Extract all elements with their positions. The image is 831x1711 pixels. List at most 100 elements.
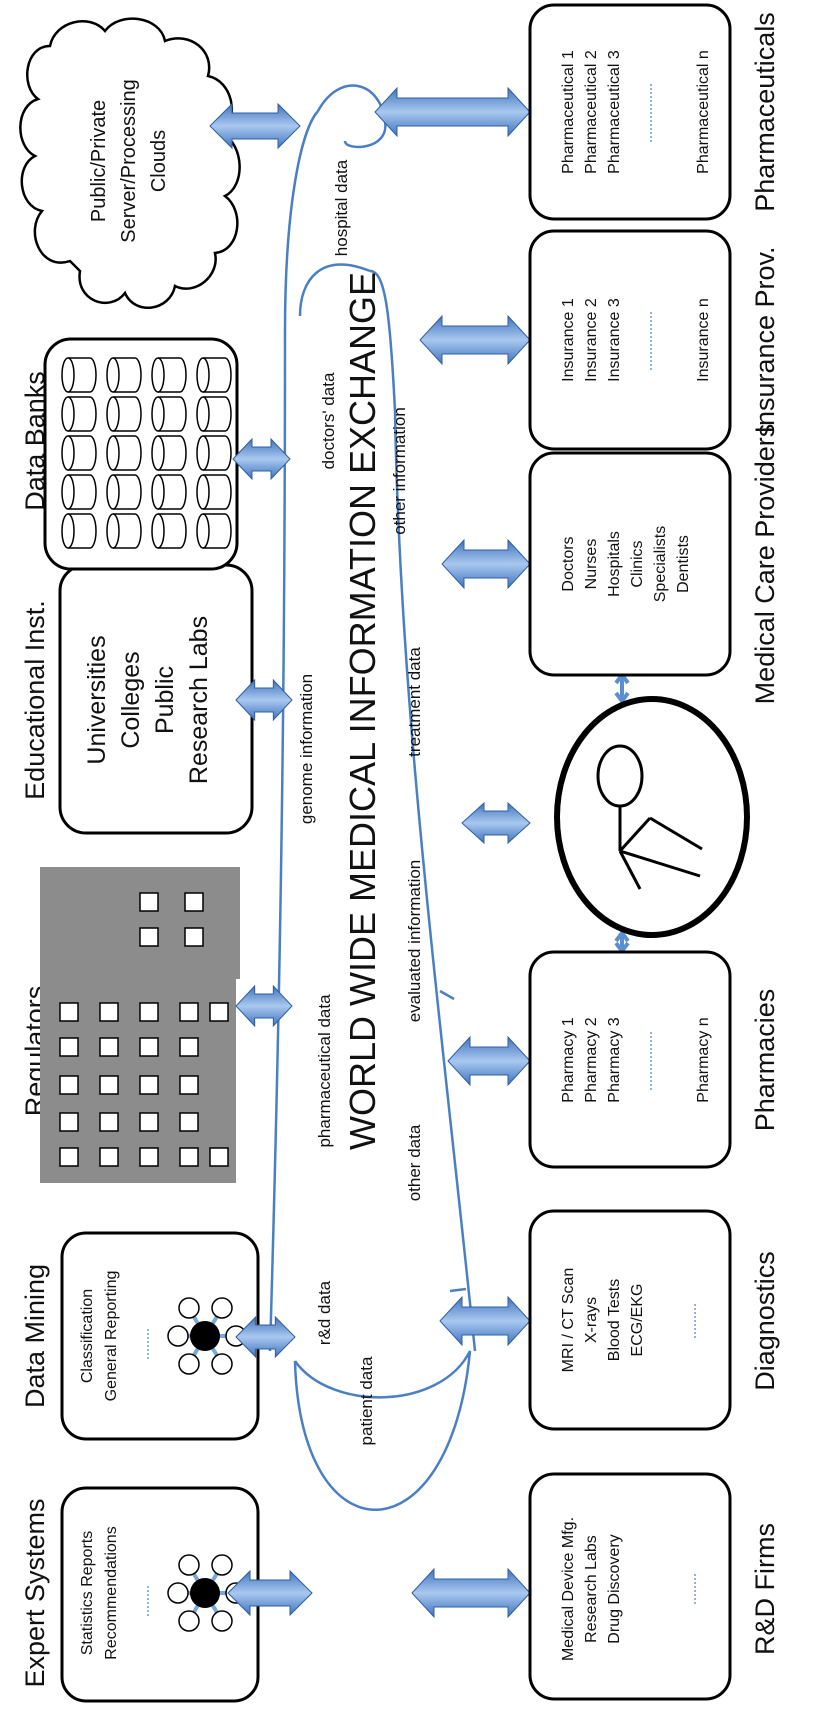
cloud-line-1: Public/Private [88, 100, 110, 222]
heading-data-mining: Data Mining [20, 1264, 50, 1408]
database-cylinder-icon [196, 396, 232, 432]
database-cylinder-icon [106, 513, 142, 549]
cloud-line-2: Server/Processing [118, 79, 140, 242]
database-cylinder-icon [151, 396, 187, 432]
cloud-line-3: Clouds [148, 130, 170, 192]
exchange-arrows [209, 86, 630, 1619]
flow-doctors-data: doctors' data [319, 372, 338, 469]
exchange-boundary [268, 84, 477, 1511]
database-cylinder-icon [151, 513, 187, 549]
database-cylinder-icon [61, 474, 97, 510]
processing-cloud: Public/Private Server/Processing Clouds [19, 17, 241, 309]
heading-expert-systems: Expert Systems [20, 1498, 50, 1687]
flow-genome-information: genome information [297, 674, 316, 824]
database-cylinder-icon [61, 396, 97, 432]
heading-educational: Educational Inst. [20, 600, 50, 800]
medical-care-line-6: Dentists [675, 535, 692, 593]
educational-line-4: Research Labs [185, 616, 213, 784]
patient-box [554, 696, 750, 938]
database-cylinder-icon [196, 474, 232, 510]
connector-patient-medical-care [614, 671, 630, 705]
heading-insurance: Insurance Prov. [750, 246, 780, 433]
diagnostics-line-2: X-rays [583, 1297, 600, 1343]
database-cylinder-icon [151, 435, 187, 471]
expert-systems-box: Statistics Reports Recommendations [60, 1486, 260, 1703]
expert-systems-line-1: Statistics Reports [79, 1531, 96, 1655]
heading-pharmacies: Pharmacies [750, 989, 780, 1132]
arrow-pharmacies [447, 1035, 531, 1087]
flow-treatment-data: treatment data [405, 647, 424, 757]
connector-pharmacies-patient [614, 929, 630, 955]
flow-rd-data: r&d data [315, 1280, 334, 1345]
heading-rd-firms: R&D Firms [750, 1523, 780, 1655]
medical-care-line-4: Clinics [629, 540, 646, 587]
medical-care-box: Doctors Nurses Hospitals Clinics Special… [528, 451, 732, 677]
pharmaceuticals-line-2: Pharmaceutical 2 [583, 50, 600, 174]
database-cylinder-icon [196, 435, 232, 471]
flow-other-data: other data [405, 1124, 424, 1201]
person-icon [596, 744, 703, 890]
arrow-data-mining [235, 1315, 296, 1359]
pharmaceuticals-box: Pharmaceutical 1 Pharmaceutical 2 Pharma… [528, 3, 732, 221]
arrow-pharmaceuticals [374, 86, 531, 138]
arrow-cloud [209, 102, 301, 150]
database-cylinder-icon [196, 357, 232, 393]
pharmaceuticals-last: Pharmaceutical n [695, 50, 712, 174]
arrow-rd-firms [411, 1567, 531, 1619]
rd-firms-box: Medical Device Mfg. Research Labs Drug D… [528, 1472, 732, 1701]
pharmaceuticals-line-3: Pharmaceutical 3 [606, 50, 623, 174]
arrow-expert-systems [227, 1569, 313, 1617]
pharmacies-last: Pharmacy n [695, 1017, 712, 1102]
database-cylinder-icon [61, 357, 97, 393]
insurance-line-1: Insurance 1 [560, 298, 577, 382]
medical-care-line-2: Nurses [583, 539, 600, 590]
arrow-insurance [419, 314, 531, 366]
rd-firms-line-2: Research Labs [583, 1535, 600, 1643]
educational-line-2: Colleges [117, 651, 145, 748]
heading-diagnostics: Diagnostics [750, 1251, 780, 1391]
network-node-icon [167, 1554, 247, 1632]
database-cylinder-icon [106, 435, 142, 471]
flow-patient-data: patient data [357, 1356, 376, 1445]
rd-firms-line-1: Medical Device Mfg. [560, 1517, 577, 1661]
pharmaceuticals-line-1: Pharmaceutical 1 [560, 50, 577, 174]
diagnostics-line-1: MRI / CT Scan [560, 1268, 577, 1373]
regulators-building-icon [40, 867, 240, 1183]
insurance-last: Insurance n [695, 298, 712, 382]
data-mining-line-1: Classification [79, 1289, 96, 1383]
arrow-diagnostics [439, 1295, 531, 1347]
educational-line-1: Universities [83, 635, 111, 764]
heading-pharmaceuticals: Pharmaceuticals [750, 12, 780, 212]
insurance-box: Insurance 1 Insurance 2 Insurance 3 Insu… [528, 229, 732, 451]
arrow-regulators [235, 984, 293, 1028]
arrow-data-banks [232, 437, 291, 481]
database-cylinder-icon [151, 474, 187, 510]
flow-other-information: other information [390, 407, 409, 535]
data-banks-box [43, 337, 239, 571]
rd-firms-line-3: Drug Discovery [606, 1534, 623, 1643]
database-cylinder-icon [106, 474, 142, 510]
pharmacies-line-2: Pharmacy 2 [583, 1017, 600, 1102]
exchange-title: WORLD WIDE MEDICAL INFORMATION EXCHANGE [342, 272, 383, 1150]
arrow-educational [235, 678, 293, 722]
database-cylinder-icon [106, 357, 142, 393]
pharmacies-box: Pharmacy 1 Pharmacy 2 Pharmacy 3 Pharmac… [528, 950, 732, 1169]
insurance-line-3: Insurance 3 [606, 298, 623, 382]
flow-hospital-data: hospital data [332, 159, 351, 256]
database-cylinder-icon [61, 435, 97, 471]
diagnostics-box: MRI / CT Scan X-rays Blood Tests ECG/EKG [528, 1209, 732, 1431]
data-mining-box: Classification General Reporting [60, 1231, 260, 1441]
database-cylinder-icon [196, 513, 232, 549]
medical-care-line-5: Specialists [652, 526, 669, 602]
medical-care-line-1: Doctors [560, 536, 577, 591]
heading-medical-care: Medical Care Providers [750, 424, 780, 705]
database-cylinder-icon [151, 357, 187, 393]
expert-systems-line-2: Recommendations [103, 1526, 120, 1659]
data-mining-line-2: General Reporting [103, 1271, 120, 1402]
flow-evaluated-information: evaluated information [405, 860, 424, 1023]
diagnostics-line-3: Blood Tests [606, 1279, 623, 1361]
arrow-medical-care [441, 538, 531, 590]
